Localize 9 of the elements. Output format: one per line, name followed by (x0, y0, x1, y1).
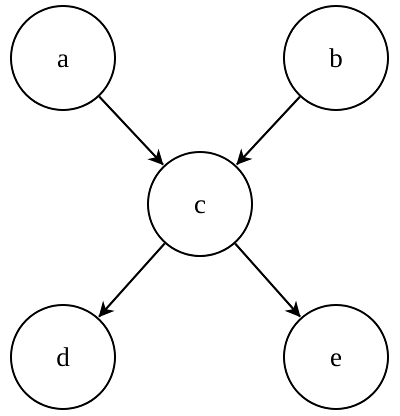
arrow (98, 242, 166, 318)
node-label: a (57, 42, 69, 74)
node-label: c (194, 188, 206, 220)
arrow (98, 96, 164, 166)
arrow (236, 96, 301, 166)
node-label: b (329, 42, 343, 74)
arrow (234, 242, 301, 318)
node-label: e (330, 342, 342, 372)
node-label: d (56, 342, 70, 372)
